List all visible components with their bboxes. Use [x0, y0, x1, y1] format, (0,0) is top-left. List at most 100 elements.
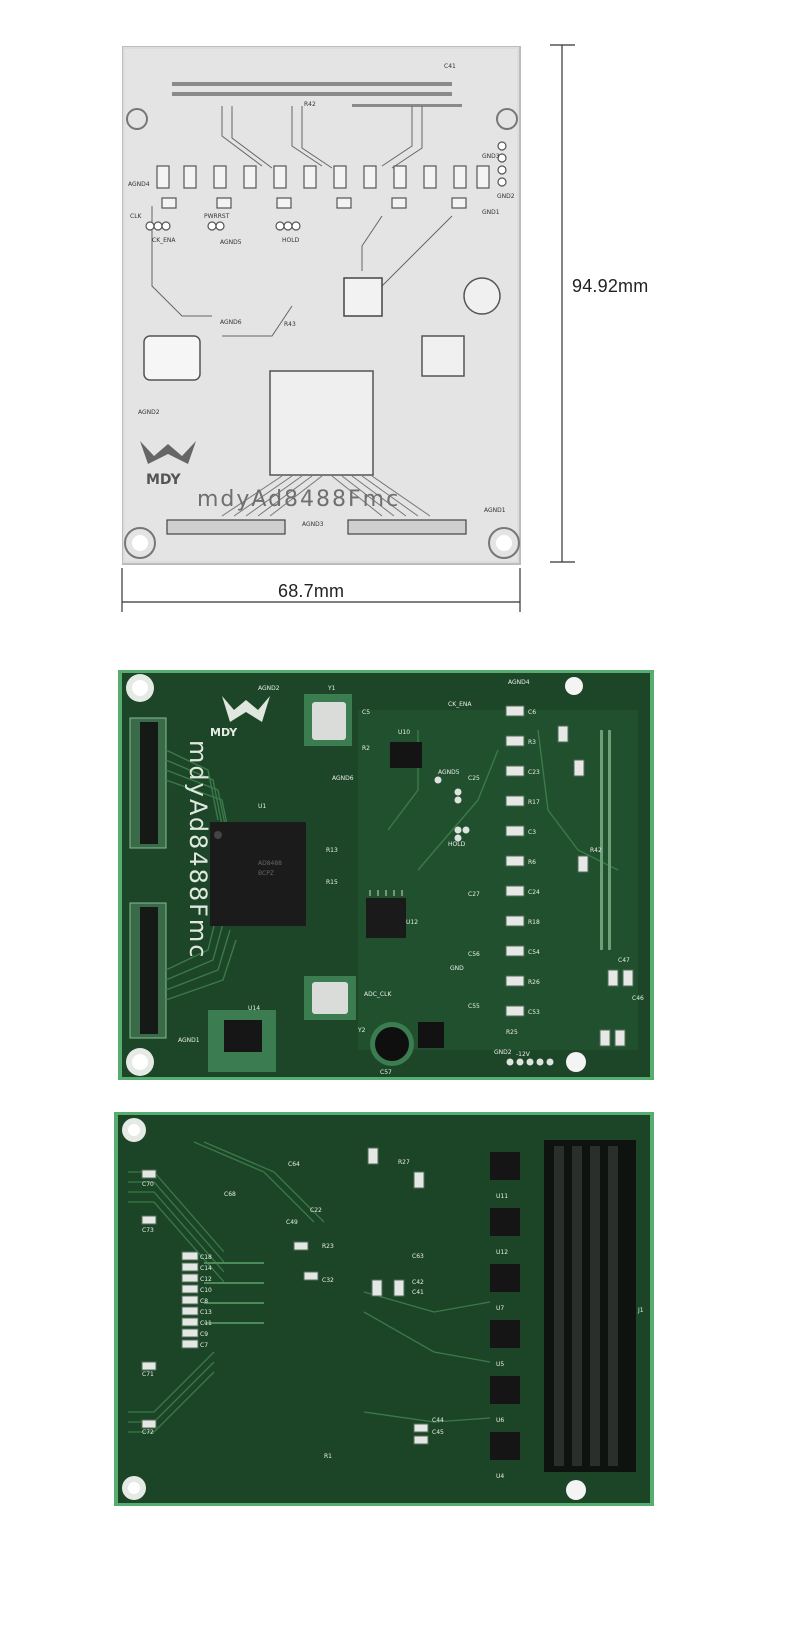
top-label-r42: R42: [590, 847, 602, 854]
outline-label-agnd2: AGND2: [138, 409, 160, 416]
bottom-cap-c9: C9: [200, 1331, 208, 1338]
outline-label-r43: R43: [284, 321, 296, 328]
outline-label-c41: C41: [444, 63, 456, 70]
top-label-c56: C56: [468, 951, 480, 958]
top-label-c5: C5: [362, 709, 370, 716]
top-label-gnd: GND: [450, 965, 464, 972]
outline-label-clk: CLK: [130, 213, 143, 220]
top-label-c46: C46: [632, 995, 644, 1002]
outline-label-agnd6: AGND6: [220, 319, 242, 326]
top-logo-text: MDY: [210, 726, 238, 739]
width-dimension-label: 68.7mm: [278, 581, 345, 601]
top-label-hold: HOLD: [448, 841, 466, 848]
bottom-label-c42: C42: [412, 1279, 424, 1286]
top-label-c53: C53: [528, 1009, 540, 1016]
bottom-cap-c12: C12: [200, 1276, 212, 1283]
top-label-u10: U10: [398, 729, 410, 736]
top-label-c23: C23: [528, 769, 540, 776]
bottom-label-c22: C22: [310, 1207, 322, 1214]
outline-label-agnd1: AGND1: [484, 507, 506, 514]
outline-label-agnd3: AGND3: [302, 521, 324, 528]
bottom-cap-c18: C18: [200, 1254, 212, 1261]
outline-label-agnd5: AGND5: [220, 239, 242, 246]
top-board-name: mdyAd8488Fmc: [184, 740, 212, 960]
top-label-c3: C3: [528, 829, 536, 836]
top-label-y2: Y2: [357, 1027, 366, 1034]
bottom-label-c41: C41: [412, 1289, 424, 1296]
top-label-r26: R26: [528, 979, 540, 986]
top-label-c54: C54: [528, 949, 540, 956]
bottom-label-r27: R27: [398, 1159, 410, 1166]
bottom-label-u6: U6: [496, 1417, 504, 1424]
bottom-label-c72: C72: [142, 1429, 154, 1436]
top-label-c27: C27: [468, 891, 480, 898]
top-label-neg12v: -12V: [516, 1051, 531, 1058]
outline-label-agnd4: AGND4: [128, 181, 150, 188]
top-label-agnd5: AGND5: [438, 769, 460, 776]
bottom-label-u12: U12: [496, 1249, 508, 1256]
top-label-r13: R13: [326, 847, 338, 854]
bottom-cap-c14: C14: [200, 1265, 212, 1272]
bottom-cap-c13: C13: [200, 1309, 212, 1316]
top-label-r25: R25: [506, 1029, 518, 1036]
top-label-u12: U12: [406, 919, 418, 926]
top-label-u14: U14: [248, 1005, 260, 1012]
outline-label-gnd3: GND3: [482, 153, 500, 160]
top-label-gnd2: GND2: [494, 1049, 512, 1056]
top-label-r3: R3: [528, 739, 536, 746]
top-label-c47: C47: [618, 957, 630, 964]
bottom-label-u4: U4: [496, 1473, 504, 1480]
top-label-agnd6: AGND6: [332, 775, 354, 782]
bottom-label-c68: C68: [224, 1191, 236, 1198]
top-label-c57: C57: [380, 1069, 392, 1076]
bottom-label-c32: C32: [322, 1277, 334, 1284]
outline-label-gnd2: GND2: [497, 193, 515, 200]
bottom-label-c44: C44: [432, 1417, 444, 1424]
top-label-c25: C25: [468, 775, 480, 782]
bottom-label-r1: R1: [324, 1453, 332, 1460]
top-label-agnd4: AGND4: [508, 679, 530, 686]
outline-label-hold: HOLD: [282, 237, 300, 244]
outline-board-name: mdyAd8488Fmc: [197, 487, 400, 512]
bottom-cap-c10: C10: [200, 1287, 212, 1294]
bottom-label-u5: U5: [496, 1361, 504, 1368]
bottom-label-u7: U7: [496, 1305, 504, 1312]
bottom-label-c45: C45: [432, 1429, 444, 1436]
bottom-board: C70 C73 C71 C72 C68 C64 C49 C22 R23 C32 …: [114, 1112, 654, 1506]
top-label-c24: C24: [528, 889, 540, 896]
outline-logo-text: MDY: [146, 472, 182, 488]
top-label-c6: C6: [528, 709, 536, 716]
bottom-cap-c7: C7: [200, 1342, 208, 1349]
outline-label-pwrrst: PWRRST: [204, 213, 230, 220]
top-label-ck-ena: CK_ENA: [448, 701, 472, 708]
bottom-label-c63: C63: [412, 1253, 424, 1260]
bottom-label-j1: J1: [637, 1307, 644, 1314]
top-label-y1: Y1: [327, 685, 336, 692]
svg-text:BCPZ: BCPZ: [258, 870, 274, 877]
top-label-u1: U1: [258, 803, 266, 810]
top-label-r18: R18: [528, 919, 540, 926]
dimension-lines: [121, 44, 575, 612]
top-label-agnd2: AGND2: [258, 685, 280, 692]
bottom-label-c49: C49: [286, 1219, 298, 1226]
height-dimension-label: 94.92mm: [572, 276, 649, 296]
bottom-label-c71: C71: [142, 1371, 154, 1378]
bottom-cap-c11: C11: [200, 1320, 212, 1327]
top-label-r15: R15: [326, 879, 338, 886]
bottom-label-u11: U11: [496, 1193, 508, 1200]
outline-label-gnd1: GND1: [482, 209, 500, 216]
bottom-label-c73: C73: [142, 1227, 154, 1234]
top-label-r6: R6: [528, 859, 536, 866]
top-label-r17: R17: [528, 799, 540, 806]
bottom-label-c70: C70: [142, 1181, 154, 1188]
outline-board: MDY mdyAd8488Fmc AGND4 AGND2 AGND3 AGND1…: [122, 46, 521, 565]
outline-label-r42: R42: [304, 101, 316, 108]
svg-text:AD8488: AD8488: [258, 860, 282, 867]
top-label-adc-clk: ADC_CLK: [364, 991, 392, 998]
bottom-cap-c8: C8: [200, 1298, 208, 1305]
bottom-label-c64: C64: [288, 1161, 300, 1168]
bottom-label-r23: R23: [322, 1243, 334, 1250]
top-label-c55: C55: [468, 1003, 480, 1010]
top-label-r2: R2: [362, 745, 370, 752]
